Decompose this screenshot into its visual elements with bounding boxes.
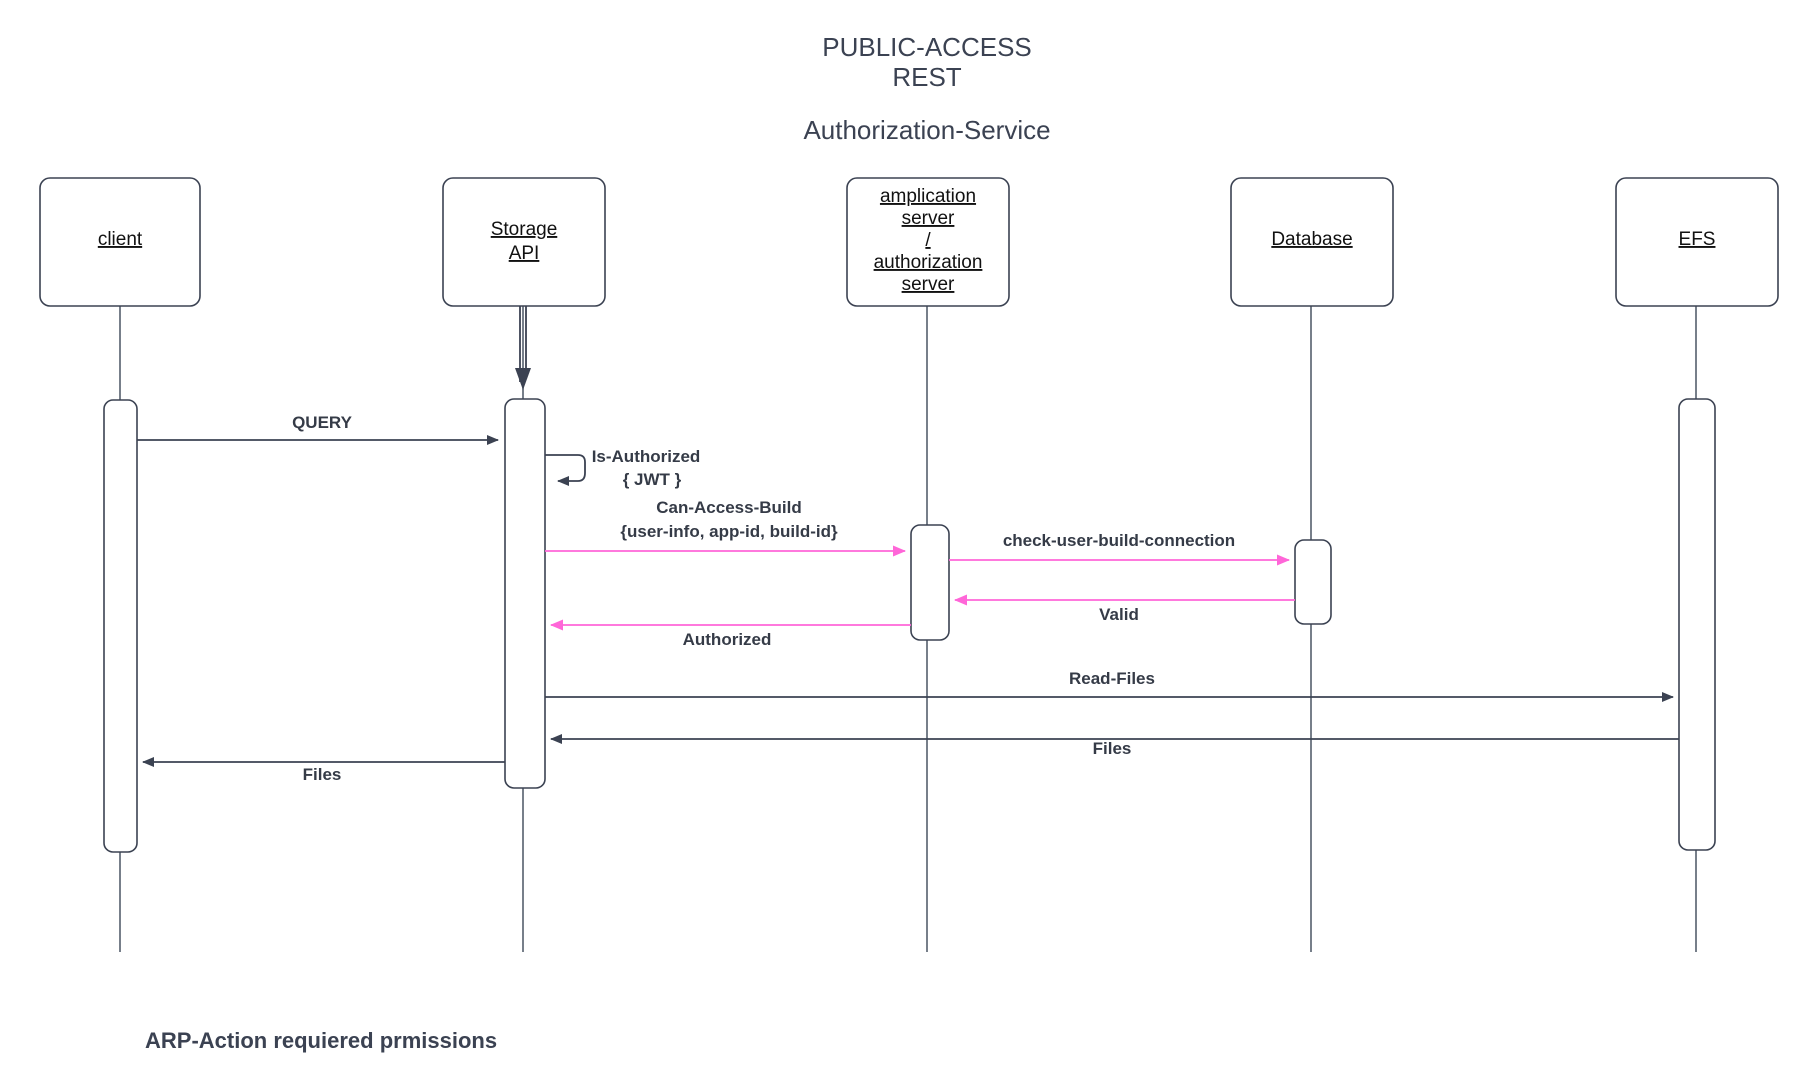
- participant-label-client: client: [98, 229, 143, 250]
- msg-is-authorized[interactable]: Is-Authorized { JWT }: [545, 447, 700, 489]
- participant-label-database: Database: [1271, 229, 1352, 250]
- participant-database[interactable]: Database: [1230, 177, 1394, 307]
- msg-files-client[interactable]: Files: [142, 757, 505, 784]
- msg-query-label: QUERY: [292, 413, 352, 432]
- participant-label-efs: EFS: [1679, 229, 1716, 250]
- activation-efs: [1678, 398, 1716, 851]
- msg-authorized-label: Authorized: [683, 630, 772, 649]
- diagram-title: PUBLIC-ACCESS REST: [822, 32, 1032, 92]
- msg-read-files[interactable]: Read-Files: [545, 669, 1674, 702]
- diagram-subtitle: Authorization-Service: [803, 115, 1050, 145]
- activation-app-auth-server: [910, 524, 950, 641]
- title-line-2: REST: [892, 62, 961, 92]
- participant-box-client[interactable]: [39, 177, 201, 307]
- msg-files-client-label: Files: [303, 765, 342, 784]
- activation-database: [1294, 539, 1332, 625]
- participant-app-auth-server[interactable]: amplication server / authorization serve…: [846, 177, 1010, 307]
- entry-arrow-head: [515, 368, 531, 390]
- participant-box-efs[interactable]: [1615, 177, 1779, 307]
- participant-box-app-auth-server[interactable]: [846, 177, 1010, 307]
- participant-box-database[interactable]: [1230, 177, 1394, 307]
- msg-authorized[interactable]: Authorized: [550, 619, 911, 649]
- activation-storage-api: [504, 398, 546, 789]
- msg-can-access-build-label-line-2: {user-info, app-id, build-id}: [620, 522, 838, 541]
- participant-label-storage-api-line-1: Storage: [491, 219, 558, 240]
- participant-client[interactable]: client: [39, 177, 201, 307]
- activation-client: [103, 399, 138, 853]
- footer-note: ARP-Action requiered prmissions: [145, 1028, 497, 1053]
- participant-label-storage-api-line-2: API: [509, 243, 540, 264]
- msg-files-efs[interactable]: Files: [550, 734, 1679, 758]
- msg-check-user-build-connection-label: check-user-build-connection: [1003, 531, 1235, 550]
- msg-files-efs-label: Files: [1093, 739, 1132, 758]
- participant-label-app-auth-server-line-1: amplication: [880, 186, 976, 207]
- participant-label-app-auth-server-line-4: authorization: [874, 252, 983, 273]
- participant-efs[interactable]: EFS: [1615, 177, 1779, 307]
- msg-check-user-build-connection[interactable]: check-user-build-connection: [949, 531, 1290, 566]
- participant-box-storage-api[interactable]: [442, 177, 606, 307]
- msg-can-access-build[interactable]: Can-Access-Build {user-info, app-id, bui…: [545, 498, 906, 557]
- msg-query[interactable]: QUERY: [137, 413, 499, 445]
- activation-bars: [103, 398, 1716, 853]
- title-line-1: PUBLIC-ACCESS: [822, 32, 1032, 62]
- msg-is-authorized-self-loop: [545, 454, 586, 486]
- msg-valid-label: Valid: [1099, 605, 1139, 624]
- msg-is-authorized-label-line-2: { JWT }: [623, 470, 682, 489]
- participant-label-app-auth-server-line-5: server: [902, 274, 955, 295]
- participant-label-app-auth-server-line-2: server: [902, 208, 955, 229]
- msg-read-files-label: Read-Files: [1069, 669, 1155, 688]
- participant-label-app-auth-server-line-3: /: [925, 230, 931, 251]
- participant-storage-api[interactable]: Storage API: [442, 177, 606, 307]
- msg-valid[interactable]: Valid: [954, 594, 1295, 624]
- msg-can-access-build-label-line-1: Can-Access-Build: [656, 498, 801, 517]
- lifelines: [119, 306, 1697, 952]
- msg-entry-storage-api: [515, 306, 531, 390]
- msg-is-authorized-label-line-1: Is-Authorized: [592, 447, 701, 466]
